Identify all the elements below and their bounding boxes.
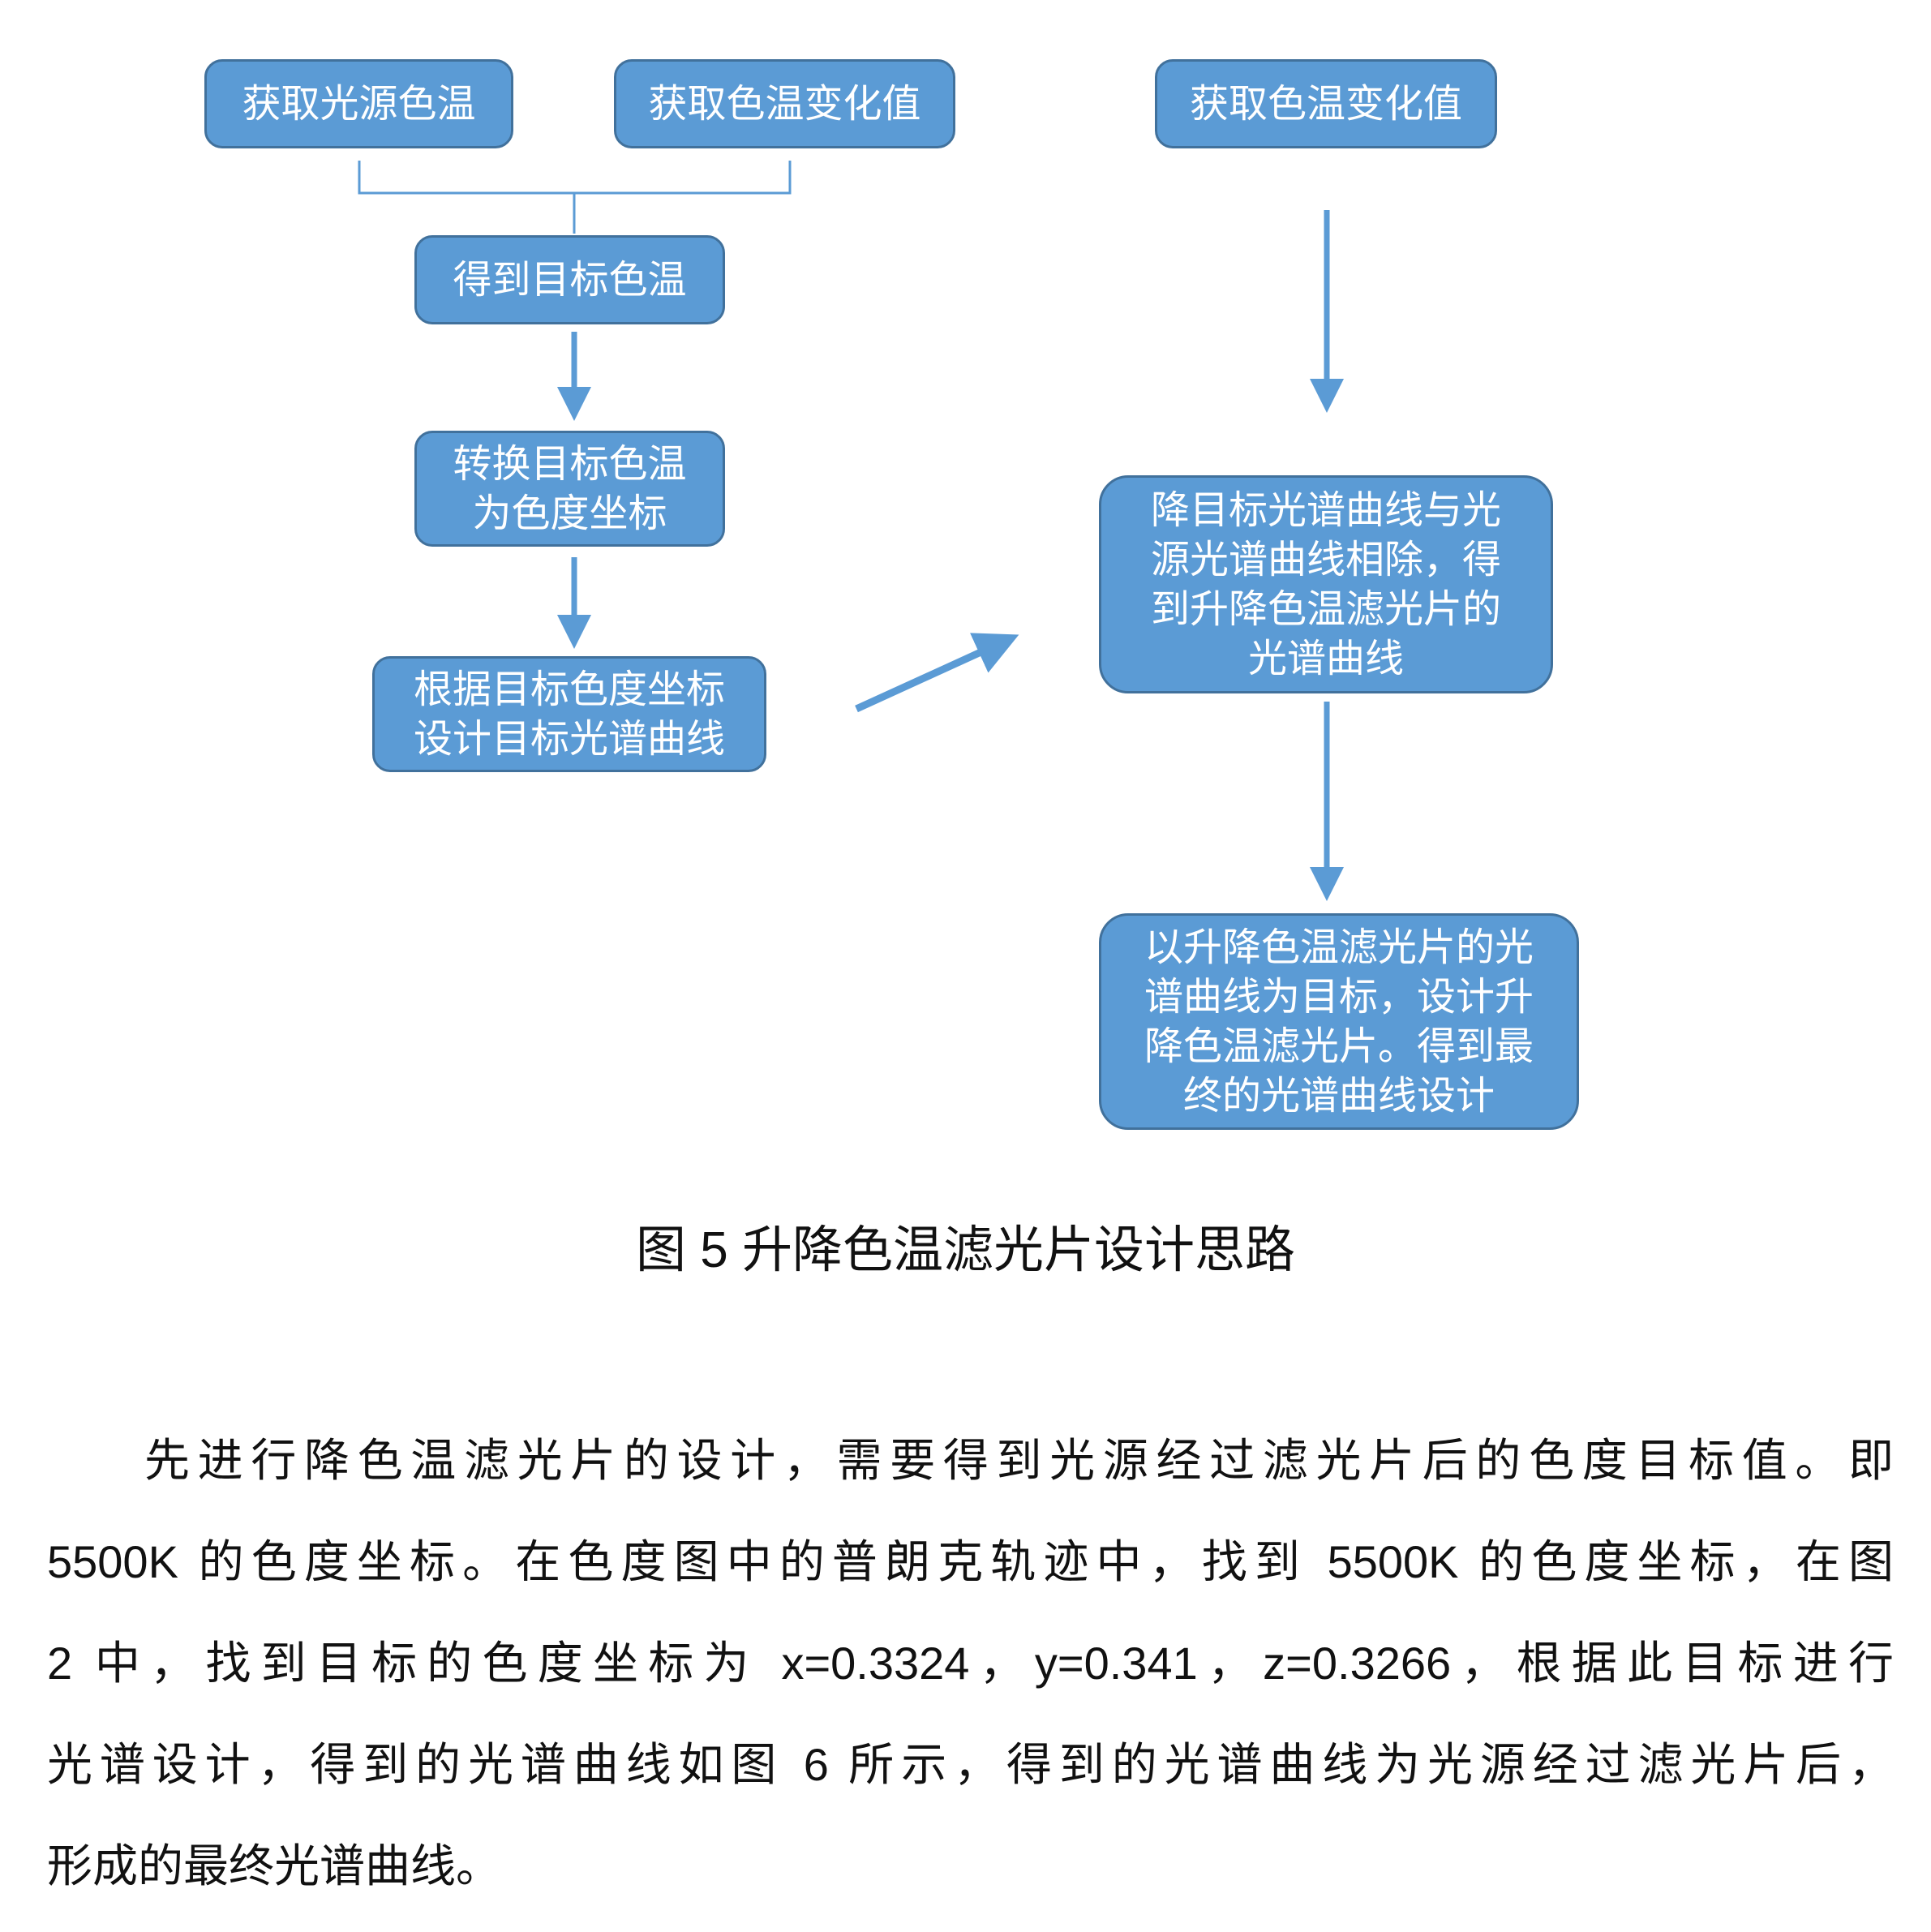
box-label: 得到目标色温 [453, 258, 687, 302]
box-get-source-cct: 获取光源色温 [204, 59, 513, 148]
box-design: 根据目标色度坐标设计目标光谱曲线 [372, 656, 766, 772]
merge-bracket [358, 161, 792, 234]
figure-caption: 图 5 升降色温滤光片设计思路 [636, 1222, 1295, 1278]
box-get-cct-change: 获取色温变化值 [614, 59, 955, 148]
box-get-cct-change-right: 获取色温变化值 [1155, 59, 1497, 148]
arrow-design-to-divide [855, 633, 1019, 713]
box-label: 获取色温变化值 [648, 82, 921, 126]
box-label: 源光谱曲线相除，得 [1150, 538, 1501, 582]
paragraph-line: 5500K 的色度坐标。在色度图中的普朗克轨迹中，找到 5500K 的色度坐标，… [47, 1536, 1894, 1587]
paragraph-line: 2 中，找到目标的色度坐标为 x=0.3324，y=0.341，z=0.3266… [47, 1638, 1894, 1689]
box-convert: 转换目标色温为色度坐标 [414, 431, 725, 547]
box-label: 转换目标色温 [453, 442, 687, 486]
box-divide: 降目标光谱曲线与光源光谱曲线相除，得到升降色温滤光片的光谱曲线 [1099, 475, 1553, 693]
paragraph-line: 先进行降色温滤光片的设计，需要得到光源经过滤光片后的色度目标值。即 [144, 1435, 1894, 1486]
box-target-cct: 得到目标色温 [414, 235, 725, 324]
box-label: 获取色温变化值 [1189, 82, 1462, 126]
connectors [358, 161, 1344, 901]
box-label: 设计目标光谱曲线 [413, 717, 725, 761]
box-label: 根据目标色度坐标 [413, 668, 725, 711]
box-label: 到升降色温滤光片的 [1150, 587, 1501, 631]
box-label: 以升降色温滤光片的光 [1144, 925, 1534, 969]
box-label: 谱曲线为目标，设计升 [1144, 975, 1534, 1019]
box-final: 以升降色温滤光片的光谱曲线为目标，设计升降色温滤光片。得到最终的光谱曲线设计 [1099, 913, 1579, 1130]
box-label: 降色温滤光片。得到最 [1144, 1024, 1534, 1068]
box-label: 终的光谱曲线设计 [1182, 1074, 1495, 1118]
box-label: 降目标光谱曲线与光 [1150, 488, 1501, 532]
paragraph-line: 光谱设计，得到的光谱曲线如图 6 所示，得到的光谱曲线为光源经过滤光片后， [47, 1739, 1894, 1790]
box-label: 获取光源色温 [242, 82, 476, 126]
box-label: 光谱曲线 [1247, 637, 1404, 680]
body-paragraph: 先进行降色温滤光片的设计，需要得到光源经过滤光片后的色度目标值。即 5500K … [47, 1410, 1894, 1917]
paragraph-line: 形成的最终光谱曲线。 [47, 1840, 501, 1891]
box-label: 为色度坐标 [472, 492, 667, 535]
